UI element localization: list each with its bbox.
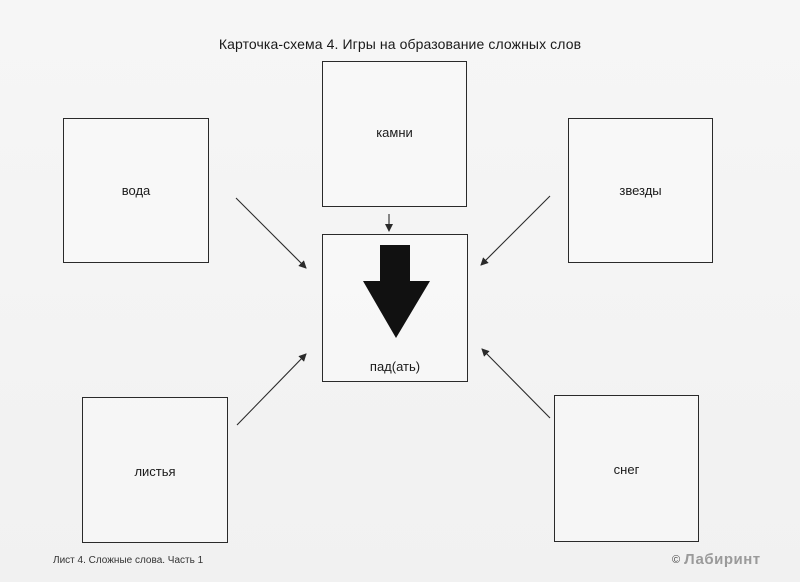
copyright-icon: © — [672, 553, 681, 566]
arrow-from-sneg — [481, 348, 551, 419]
word-label: снег — [613, 462, 640, 477]
word-label: камни — [376, 125, 413, 140]
page-title: Карточка-схема 4. Игры на образование сл… — [218, 36, 582, 52]
center-root-label: пад(ать) — [369, 359, 421, 374]
word-box-zvezdy: звезды — [568, 118, 713, 263]
publisher-mark: © Лабиринт — [672, 551, 761, 568]
word-label: звезды — [619, 183, 662, 198]
arrow-from-listya — [236, 353, 307, 426]
center-box-root: пад(ать) — [322, 234, 468, 382]
down-arrow-icon — [363, 245, 430, 338]
footer-caption: Лист 4. Сложные слова. Часть 1 — [53, 555, 204, 566]
word-box-voda: вода — [63, 118, 209, 263]
word-box-sneg: снег — [554, 395, 699, 542]
word-label: вода — [121, 183, 151, 198]
brand-watermark: Лабиринт — [684, 551, 761, 568]
word-label: листья — [134, 464, 176, 479]
word-box-kamni: камни — [322, 61, 467, 207]
word-box-listya: листья — [82, 397, 228, 543]
arrow-from-voda — [235, 197, 307, 269]
arrow-from-zvezdy — [480, 195, 551, 266]
